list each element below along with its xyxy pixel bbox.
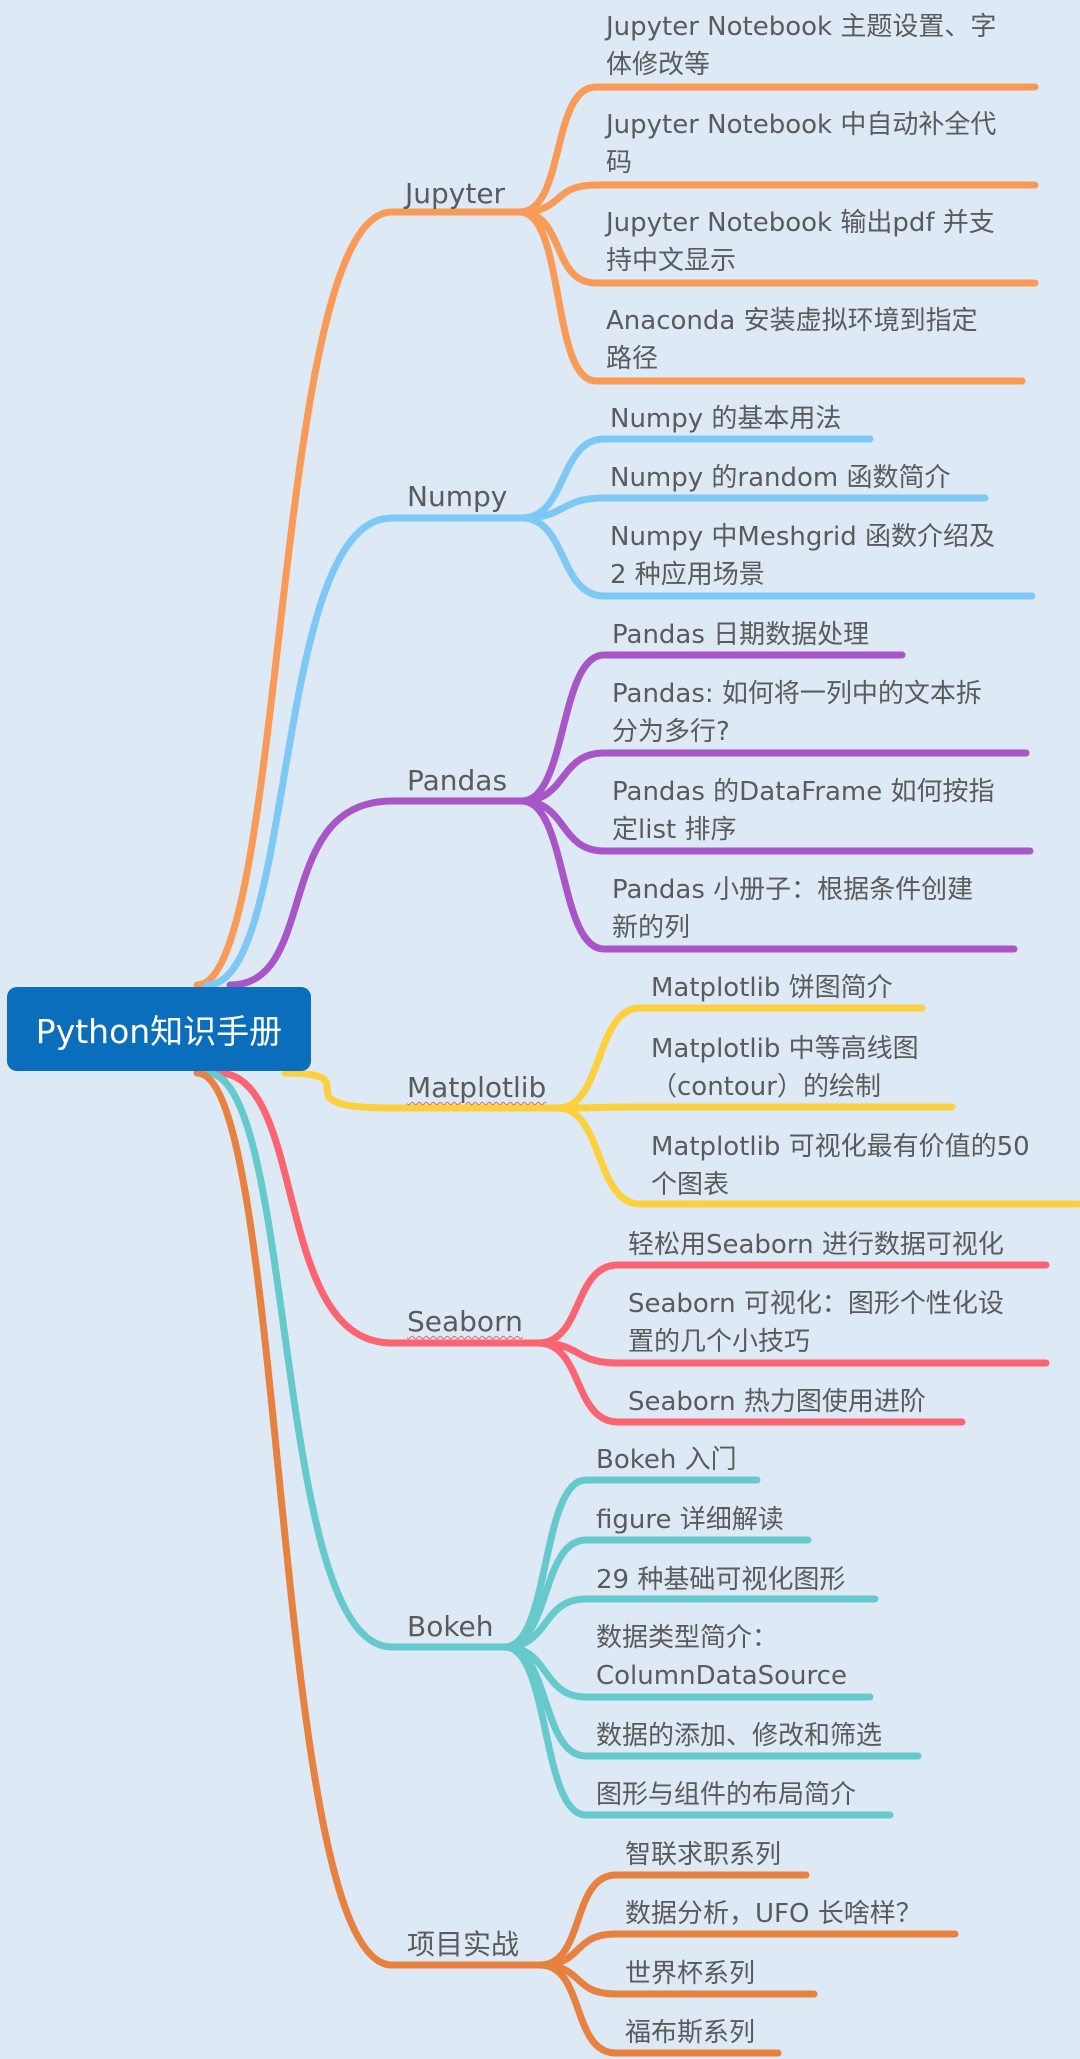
branch-pandas[interactable]: Pandas bbox=[407, 764, 508, 797]
leaf-connector-projects-4 bbox=[536, 1961, 782, 2057]
leaf-seaborn-heatmap[interactable]: Seaborn 热力图使用进阶 bbox=[628, 1387, 926, 1417]
leaf-connector-jupyter-4 bbox=[516, 208, 1026, 385]
leaf-bokeh-29-charts[interactable]: 29 种基础可视化图形 bbox=[596, 1565, 846, 1595]
leaf-connector-numpy-3 bbox=[518, 514, 1036, 600]
leaf-connector-numpy-2 bbox=[518, 494, 989, 522]
leaf-connector-bokeh-6 bbox=[501, 1643, 894, 1819]
branch-numpy[interactable]: Numpy bbox=[407, 480, 508, 513]
leaf-connector-pandas-1 bbox=[518, 651, 906, 805]
connector-jupyter bbox=[193, 208, 524, 989]
leaf-pandas-dates[interactable]: Pandas 日期数据处理 bbox=[612, 620, 870, 650]
leaf-projects-zhilian[interactable]: 智联求职系列 bbox=[625, 1840, 782, 1870]
branch-bokeh[interactable]: Bokeh bbox=[407, 1610, 494, 1643]
leaf-anaconda-env[interactable]: Anaconda 安装虚拟环境到指定 路径 bbox=[606, 306, 978, 374]
leaf-connector-bokeh-3 bbox=[501, 1595, 879, 1651]
leaf-bokeh-layout[interactable]: 图形与组件的布局简介 bbox=[596, 1780, 857, 1810]
leaf-pandas-split[interactable]: Pandas: 如何将一列中的文本拆 分为多行? bbox=[612, 679, 982, 747]
leaf-seaborn-easy[interactable]: 轻松用Seaborn 进行数据可视化 bbox=[628, 1230, 1004, 1260]
root-node[interactable]: Python知识手册 bbox=[7, 987, 311, 1071]
leaf-bokeh-datasource[interactable]: 数据类型简介： ColumnDataSource bbox=[596, 1623, 847, 1691]
leaf-bokeh-figure[interactable]: figure 详细解读 bbox=[596, 1505, 784, 1535]
leaf-numpy-meshgrid[interactable]: Numpy 中Meshgrid 函数介绍及 2 种应用场景 bbox=[610, 522, 996, 590]
leaf-jupyter-pdf[interactable]: Jupyter Notebook 输出pdf 并支 持中文显示 bbox=[606, 208, 995, 276]
leaf-pandas-booklet[interactable]: Pandas 小册子：根据条件创建 新的列 bbox=[612, 875, 974, 943]
leaf-matplotlib-contour[interactable]: Matplotlib 中等高线图 （contour）的绘制 bbox=[651, 1034, 919, 1102]
leaf-connector-matplotlib-3 bbox=[554, 1104, 1080, 1208]
leaf-bokeh-intro[interactable]: Bokeh 入门 bbox=[596, 1445, 737, 1475]
leaf-pandas-sort[interactable]: Pandas 的DataFrame 如何按指 定list 排序 bbox=[612, 777, 995, 845]
leaf-connector-jupyter-2 bbox=[516, 181, 1039, 216]
leaf-connector-matplotlib-1 bbox=[554, 1004, 926, 1112]
connector-pandas bbox=[226, 797, 526, 989]
leaf-jupyter-autocomplete[interactable]: Jupyter Notebook 中自动补全代 码 bbox=[606, 110, 997, 178]
leaf-projects-forbes[interactable]: 福布斯系列 bbox=[625, 2018, 756, 2048]
branch-projects[interactable]: 项目实战 bbox=[407, 1928, 520, 1961]
leaf-projects-worldcup[interactable]: 世界杯系列 bbox=[625, 1959, 756, 1989]
leaf-connector-seaborn-3 bbox=[534, 1339, 966, 1426]
leaf-connector-jupyter-1 bbox=[516, 83, 1039, 216]
branch-matplotlib[interactable]: Matplotlib bbox=[407, 1071, 547, 1104]
leaf-connector-pandas-4 bbox=[518, 797, 1018, 953]
branch-jupyter[interactable]: Jupyter bbox=[405, 177, 506, 210]
connector-numpy bbox=[203, 514, 526, 989]
connector-projects bbox=[193, 1069, 544, 1969]
leaf-bokeh-data-edit[interactable]: 数据的添加、修改和筛选 bbox=[596, 1721, 883, 1751]
leaf-matplotlib-top50[interactable]: Matplotlib 可视化最有价值的50 个图表 bbox=[651, 1132, 1030, 1200]
leaf-numpy-random[interactable]: Numpy 的random 函数简介 bbox=[610, 463, 951, 493]
leaf-connector-matplotlib-2 bbox=[554, 1103, 956, 1112]
leaf-numpy-basics[interactable]: Numpy 的基本用法 bbox=[610, 404, 842, 434]
leaf-seaborn-tips[interactable]: Seaborn 可视化：图形个性化设 置的几个小技巧 bbox=[628, 1289, 1004, 1357]
branch-seaborn[interactable]: Seaborn bbox=[407, 1305, 523, 1338]
connector-matplotlib bbox=[281, 1069, 562, 1112]
connector-seaborn bbox=[214, 1069, 542, 1347]
leaf-jupyter-theme[interactable]: Jupyter Notebook 主题设置、字 体修改等 bbox=[606, 12, 997, 80]
connector-bokeh bbox=[203, 1069, 509, 1651]
leaf-connector-seaborn-1 bbox=[534, 1261, 1050, 1347]
leaf-connector-pandas-2 bbox=[518, 749, 1030, 805]
leaf-matplotlib-pie[interactable]: Matplotlib 饼图简介 bbox=[651, 973, 893, 1003]
leaf-projects-ufo[interactable]: 数据分析，UFO 长啥样？ bbox=[625, 1899, 922, 1929]
